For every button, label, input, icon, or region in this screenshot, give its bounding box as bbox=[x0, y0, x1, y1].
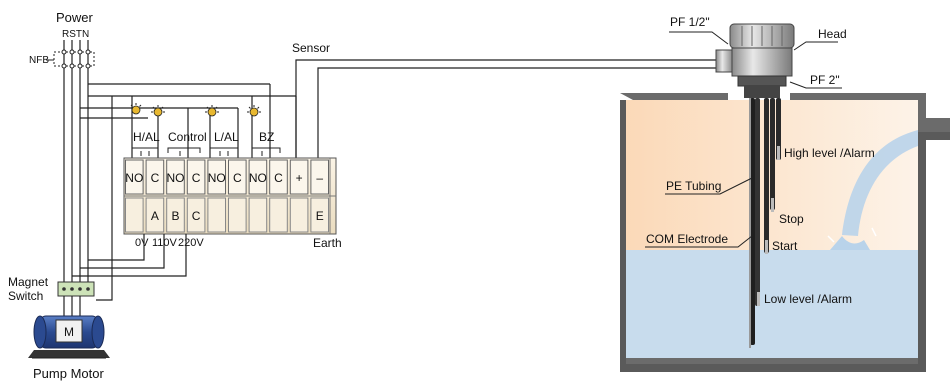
pf-half-label: PF 1/2" bbox=[670, 15, 710, 29]
terminal-bottom-label: E bbox=[316, 209, 324, 223]
terminal-top-cell: NO bbox=[166, 159, 185, 195]
terminal-top-cell: NO bbox=[248, 159, 268, 195]
level-label-low: Low level /Alarm bbox=[764, 292, 852, 306]
inflow-stream bbox=[842, 130, 918, 236]
terminal-top-label: NO bbox=[249, 171, 267, 185]
magnet-switch bbox=[57, 281, 95, 318]
terminal-bottom-cell bbox=[248, 197, 268, 233]
power-phase-lines bbox=[61, 40, 91, 290]
level-label-start: Start bbox=[772, 239, 798, 253]
terminal-top-cell: NO bbox=[207, 159, 226, 195]
terminal-bottom-cell bbox=[166, 197, 185, 233]
terminal-row-top: NO C NO C NO C NO C +– bbox=[125, 159, 329, 195]
lamp-icon bbox=[130, 103, 142, 115]
lamp-icon bbox=[151, 105, 165, 117]
terminal-top-label: + bbox=[296, 171, 303, 185]
terminal-top-label: C bbox=[192, 171, 201, 185]
terminal-bottom-label: B bbox=[171, 209, 179, 223]
terminal-top-label: – bbox=[316, 171, 323, 185]
terminal-top-cell: C bbox=[269, 159, 288, 195]
level-label-stop: Stop bbox=[779, 212, 804, 226]
terminal-top-cell: C bbox=[186, 159, 206, 195]
terminal-bottom-cell bbox=[310, 197, 329, 233]
pe-tubing-label: PE Tubing bbox=[666, 179, 721, 193]
terminal-top-label: NO bbox=[125, 171, 143, 185]
contact-label-bz: BZ bbox=[259, 130, 274, 144]
pf-two-label: PF 2" bbox=[810, 73, 840, 87]
sensor-label: Sensor bbox=[292, 41, 330, 55]
wiring-diagram: Power RSTN NFB bbox=[8, 10, 716, 381]
terminal-bottom-cell bbox=[125, 197, 144, 233]
lamp-icon bbox=[247, 105, 261, 117]
tank-diagram: PF 1/2" Head PF 2" PE Tubing COM Electro… bbox=[620, 15, 950, 372]
pump-motor: M bbox=[28, 315, 110, 359]
indicator-lamps bbox=[130, 103, 261, 117]
com-electrode-label: COM Electrode bbox=[646, 232, 728, 246]
nfb-label: NFB bbox=[29, 55, 49, 66]
electrodes bbox=[749, 98, 781, 348]
terminal-bottom-label: A bbox=[151, 209, 159, 223]
terminal-top-label: C bbox=[233, 171, 242, 185]
pump-motor-label: Pump Motor bbox=[33, 366, 104, 381]
switch-wires bbox=[72, 96, 187, 301]
earth-label: Earth bbox=[313, 236, 342, 250]
terminal-top-label: C bbox=[274, 171, 283, 185]
terminal-bottom-cell bbox=[289, 197, 309, 233]
contact-label-hal: H/AL bbox=[133, 130, 160, 144]
terminal-top-cell: + bbox=[289, 159, 309, 195]
contact-label-control: Control bbox=[168, 130, 207, 144]
contact-symbols bbox=[131, 147, 281, 156]
terminal-bottom-cell bbox=[228, 197, 247, 233]
terminal-top-cell: C bbox=[228, 159, 247, 195]
terminal-top-cell: C bbox=[145, 159, 165, 195]
terminal-top-cell: NO bbox=[125, 159, 144, 195]
terminal-bottom-label: C bbox=[192, 209, 201, 223]
contact-labels: H/AL Control L/AL BZ bbox=[133, 130, 274, 144]
motor-symbol: M bbox=[64, 325, 74, 339]
terminal-bottom-cell bbox=[269, 197, 288, 233]
phases-label: RSTN bbox=[62, 29, 89, 40]
tank-water bbox=[626, 250, 918, 358]
leader-lines bbox=[645, 31, 842, 248]
sensor-head bbox=[715, 23, 795, 98]
terminal-top-cell: – bbox=[310, 159, 329, 195]
voltage-0v: 0V bbox=[135, 237, 149, 249]
power-label: Power bbox=[56, 10, 94, 25]
terminal-bottom-cell bbox=[207, 197, 226, 233]
voltage-220v: 220V bbox=[178, 237, 204, 249]
voltage-110v: 110V bbox=[152, 237, 178, 249]
contact-label-lal: L/AL bbox=[214, 130, 239, 144]
terminal-top-label: C bbox=[151, 171, 160, 185]
magnet-switch-label-1: Magnet bbox=[8, 275, 49, 289]
terminal-top-label: NO bbox=[208, 171, 226, 185]
level-label-high: High level /Alarm bbox=[784, 146, 875, 160]
head-label: Head bbox=[818, 27, 847, 41]
terminal-top-label: NO bbox=[167, 171, 185, 185]
lamp-icon bbox=[205, 105, 219, 117]
terminal-bottom-cell bbox=[145, 197, 165, 233]
magnet-switch-label-2: Switch bbox=[8, 289, 43, 303]
terminal-bottom-cell bbox=[186, 197, 206, 233]
